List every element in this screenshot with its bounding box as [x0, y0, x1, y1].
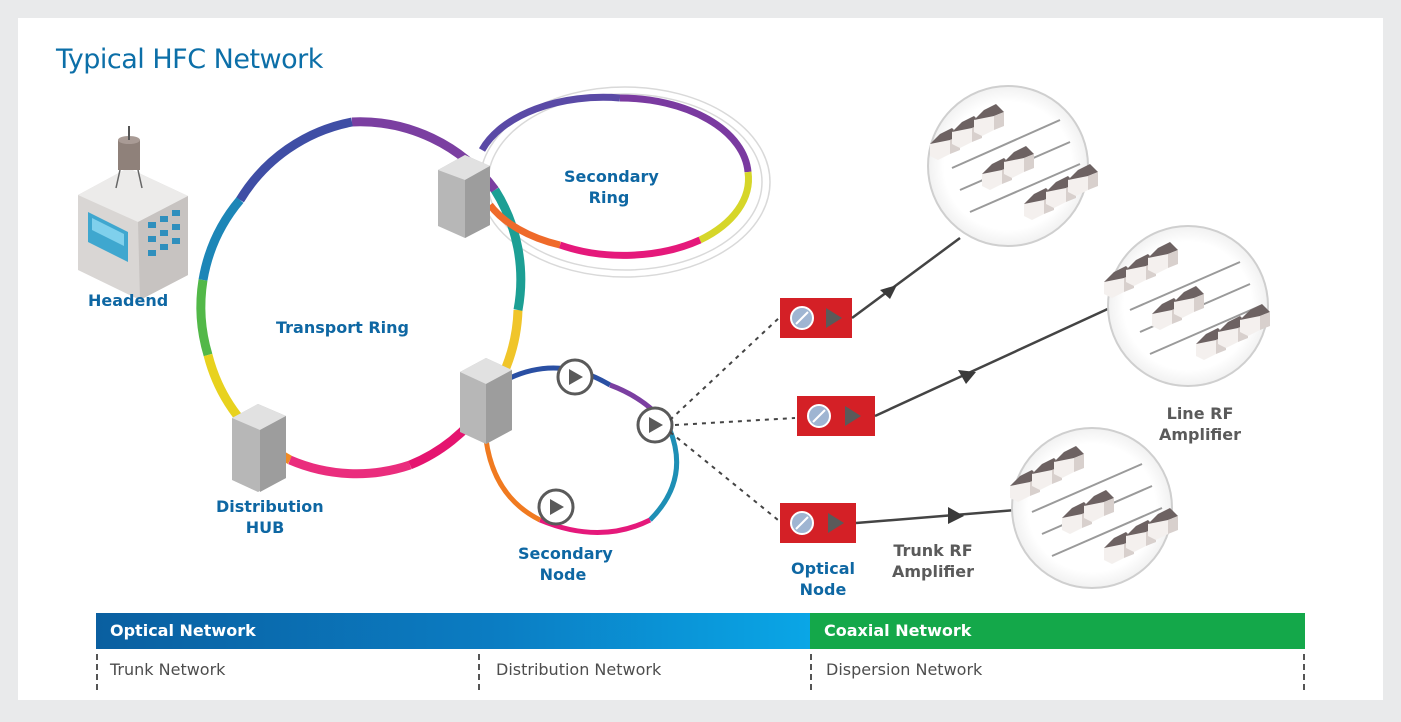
- amp-icon-3: [537, 488, 575, 526]
- optical-node-box-2: [797, 396, 875, 436]
- segment-divider-4: [1303, 654, 1305, 690]
- label-line-rf-amplifier: Line RF Amplifier: [1155, 403, 1245, 445]
- label-secondary-ring-line1: Secondary: [564, 167, 659, 186]
- neighborhood-circle-1: [927, 85, 1098, 247]
- coax-lines: [851, 236, 1113, 525]
- label-secondary-ring: Secondary Ring: [564, 166, 659, 208]
- label-trunk-rf-amplifier: Trunk RF Amplifier: [888, 540, 978, 582]
- segment-divider-1: [96, 654, 98, 690]
- label-secondary-node-line1: Secondary: [518, 544, 613, 563]
- label-line-rf-line1: Line RF: [1166, 404, 1234, 423]
- optical-node-box-1: [780, 298, 852, 338]
- fiber-links: [669, 316, 796, 521]
- hub-box-upper: [438, 155, 490, 238]
- coaxial-band-bg: [810, 613, 1305, 649]
- neighborhood-circle-3: [1010, 427, 1178, 589]
- distribution-hub-box: [232, 404, 286, 492]
- coaxial-network-band: Coaxial Network: [824, 621, 972, 640]
- segment-divider-2: [478, 654, 480, 690]
- secondary-ring: [478, 93, 752, 259]
- label-trunk-rf-line2: Amplifier: [891, 562, 975, 581]
- label-transport-ring: Transport Ring: [276, 318, 409, 337]
- label-distribution-hub-line1: Distribution: [216, 497, 324, 516]
- label-trunk-rf-line1: Trunk RF: [893, 541, 973, 560]
- neighborhood-circle-2: [1104, 225, 1270, 387]
- label-secondary-node: Secondary Node: [518, 543, 613, 585]
- label-optical-node-line1: Optical: [791, 559, 855, 578]
- optical-band-bg: [96, 613, 810, 649]
- headend-building-icon: [78, 126, 188, 300]
- hub-box-lower: [460, 358, 512, 444]
- optical-network-band: Optical Network: [110, 621, 256, 640]
- amp-icon-2: [636, 406, 674, 444]
- segment-dispersion-network: Dispersion Network: [826, 660, 983, 679]
- coax-arrows: [880, 285, 976, 524]
- label-optical-node: Optical Node: [788, 558, 858, 600]
- optical-node-box-3: [780, 503, 856, 543]
- page-title: Typical HFC Network: [56, 44, 323, 75]
- label-headend: Headend: [88, 291, 169, 310]
- segment-divider-3: [810, 654, 812, 690]
- label-secondary-node-line2: Node: [539, 565, 587, 584]
- segment-trunk-network: Trunk Network: [110, 660, 226, 679]
- label-secondary-ring-line2: Ring: [588, 188, 630, 207]
- label-distribution-hub-line2: HUB: [245, 518, 285, 537]
- segment-distribution-network: Distribution Network: [496, 660, 662, 679]
- label-line-rf-line2: Amplifier: [1158, 425, 1242, 444]
- label-optical-node-line2: Node: [799, 580, 847, 599]
- amp-icon-1: [556, 358, 594, 396]
- label-distribution-hub: Distribution HUB: [216, 496, 324, 538]
